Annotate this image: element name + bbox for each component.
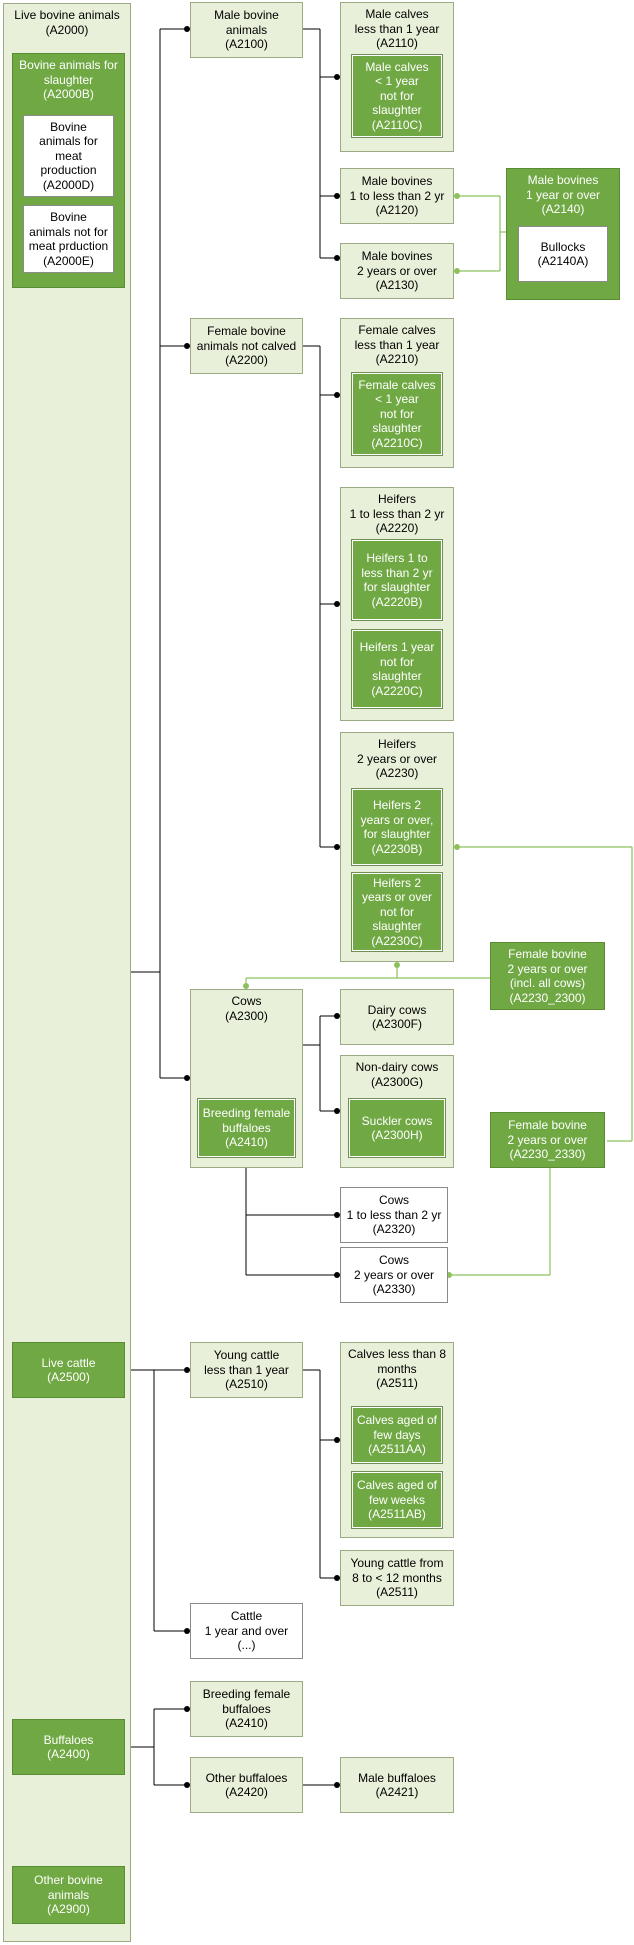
node-a2130-label: Male bovines 2 years or over (A2130) [356,249,438,293]
node-a2300-label: Cows (A2300) [225,994,268,1023]
node-a2410-in-cows-label: Breeding female buffaloes (A2410) [202,1106,291,1150]
node-a2300h-label: Suckler cows (A2300H) [361,1113,433,1143]
node-a2230c-label: Heifers 2 years or over not for slaughte… [361,875,433,948]
node-a2300f: Dairy cows (A2300F) [340,989,454,1045]
node-a2511ab: Calves aged of few weeks (A2511AB) [351,1471,443,1529]
node-a2400: Buffaloes (A2400) [12,1719,125,1775]
node-a2511-young-label: Young cattle from 8 to < 12 months (A251… [350,1556,444,1600]
node-a2110c-label: Male calves < 1 year not for slaughter (… [365,59,429,132]
node-a2100: Male bovine animals (A2100) [190,2,303,58]
node-a2500-label: Live cattle (A2500) [41,1355,96,1385]
node-a2210c-label: Female calves < 1 year not for slaughter… [358,377,436,450]
node-a2320-label: Cows 1 to less than 2 yr (A2320) [346,1193,442,1237]
node-a2511aa: Calves aged of few days (A2511AA) [351,1406,443,1464]
node-a2220b-label: Heifers 1 to less than 2 yr for slaughte… [361,551,433,609]
node-a2400-label: Buffaloes (A2400) [43,1732,94,1762]
node-a2220c: Heifers 1 year not for slaughter (A2220C… [351,629,443,709]
node-a2330: Cows 2 years or over (A2330) [340,1247,448,1303]
node-a2000e: Bovine animals not for meat prduction (A… [23,205,114,273]
node-cattle-1-year-label: Cattle 1 year and over (...) [204,1609,289,1653]
node-a2900: Other bovine animals (A2900) [12,1866,125,1924]
node-a2230b: Heifers 2 years or over, for slaughter (… [351,788,443,866]
node-a2330-label: Cows 2 years or over (A2330) [353,1253,435,1297]
black-connectors [124,28,340,1786]
node-a2140-label: Male bovines 1 year or over (A2140) [525,173,601,216]
node-a2120: Male bovines 1 to less than 2 yr (A2120) [340,168,454,224]
node-a2500: Live cattle (A2500) [12,1342,125,1398]
node-a2000b-label: Bovine animals for slaughter (A2000B) [19,58,118,101]
live-bovine-animals-container: Live bovine animals (A2000) [3,3,131,1942]
node-a2210c: Female calves < 1 year not for slaughter… [351,372,443,456]
node-a2421: Male buffaloes (A2421) [340,1757,454,1813]
node-a2511aa-label: Calves aged of few days (A2511AA) [356,1413,438,1457]
node-a2510: Young cattle less than 1 year (A2510) [190,1342,303,1398]
node-a2210-label: Female calves less than 1 year (A2210) [354,323,440,366]
node-a2140a: Bullocks (A2140A) [518,226,608,282]
node-a2000d: Bovine animals for meat production (A200… [23,115,114,197]
node-a2000-label: Live bovine animals (A2000) [14,8,120,37]
node-a2000d-label: Bovine animals for meat production (A200… [39,119,98,192]
black-connector-dots [184,26,340,1788]
node-a2220-label: Heifers 1 to less than 2 yr (A2220) [349,492,445,535]
node-a2511-young: Young cattle from 8 to < 12 months (A251… [340,1550,454,1606]
node-a2230c: Heifers 2 years or over not for slaughte… [351,872,443,952]
node-a2230-2300: Female bovine 2 years or over (incl. all… [490,942,605,1010]
node-a2200-label: Female bovine animals not calved (A2200) [196,324,297,368]
node-a2200: Female bovine animals not calved (A2200) [190,318,303,374]
node-a2300f-label: Dairy cows (A2300F) [367,1002,427,1032]
node-a2410-label: Breeding female buffaloes (A2410) [202,1687,291,1731]
node-a2300h: Suckler cows (A2300H) [348,1098,446,1158]
node-a2510-label: Young cattle less than 1 year (A2510) [204,1348,289,1392]
node-a2420: Other buffaloes (A2420) [190,1757,303,1813]
node-a2420-label: Other buffaloes (A2420) [205,1770,288,1800]
green-connectors [245,195,633,1276]
node-a2230-2330: Female bovine 2 years or over (A2230_233… [490,1112,605,1168]
node-a2220c-label: Heifers 1 year not for slaughter (A2220C… [359,640,435,698]
node-cattle-1-year: Cattle 1 year and over (...) [190,1603,303,1659]
node-a2410: Breeding female buffaloes (A2410) [190,1681,303,1737]
node-a2110c: Male calves < 1 year not for slaughter (… [351,54,443,138]
node-a2100-label: Male bovine animals (A2100) [214,8,279,52]
node-a2320: Cows 1 to less than 2 yr (A2320) [340,1187,448,1243]
node-a2230-2300-label: Female bovine 2 years or over (incl. all… [507,947,588,1005]
node-a2410-in-cows: Breeding female buffaloes (A2410) [197,1098,296,1158]
node-a2230-label: Heifers 2 years or over (A2230) [356,737,438,780]
node-a2511-calves-label: Calves less than 8 months (A2511) [347,1347,447,1390]
node-a2220b: Heifers 1 to less than 2 yr for slaughte… [351,539,443,621]
node-a2421-label: Male buffaloes (A2421) [358,1770,436,1800]
node-a2230b-label: Heifers 2 years or over, for slaughter (… [360,798,434,856]
node-a2300g-label: Non-dairy cows (A2300G) [355,1060,439,1089]
node-a2120-label: Male bovines 1 to less than 2 yr (A2120) [349,174,445,218]
node-a2900-label: Other bovine animals (A2900) [34,1873,103,1917]
node-a2511ab-label: Calves aged of few weeks (A2511AB) [356,1478,438,1522]
node-a2000e-label: Bovine animals not for meat prduction (A… [28,210,109,268]
node-a2230-2330-label: Female bovine 2 years or over (A2230_233… [507,1118,588,1162]
node-a2130: Male bovines 2 years or over (A2130) [340,243,454,299]
node-a2110-label: Male calves less than 1 year (A2110) [354,7,440,50]
node-a2140a-label: Bullocks (A2140A) [537,239,589,269]
